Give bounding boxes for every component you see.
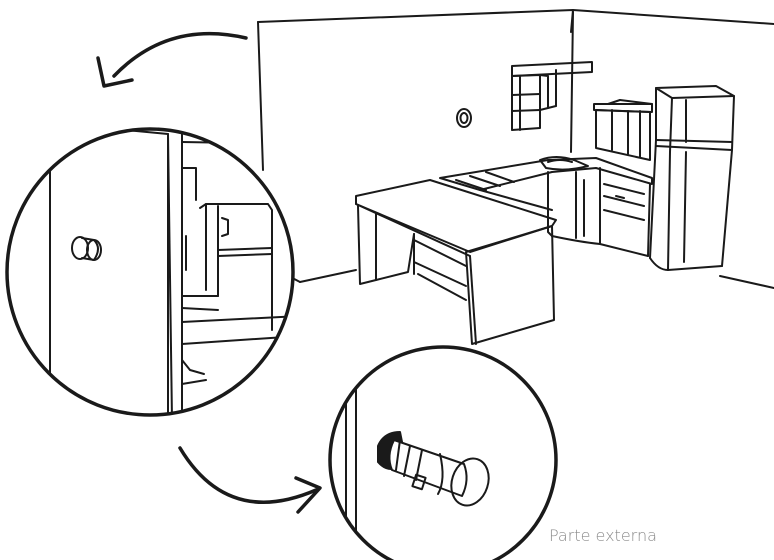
upper-cabinet-left	[512, 62, 592, 130]
zoom-circle-outside	[330, 347, 556, 560]
island-counter	[356, 180, 556, 344]
zoom-circle-inside	[0, 118, 300, 420]
curved-arrow-icon	[98, 34, 246, 86]
curved-arrow-icon	[180, 448, 320, 512]
refrigerator	[650, 86, 734, 270]
caption-label: Parte externa	[549, 526, 657, 545]
counter-back	[440, 157, 652, 256]
upper-cabinet-right	[594, 100, 652, 160]
